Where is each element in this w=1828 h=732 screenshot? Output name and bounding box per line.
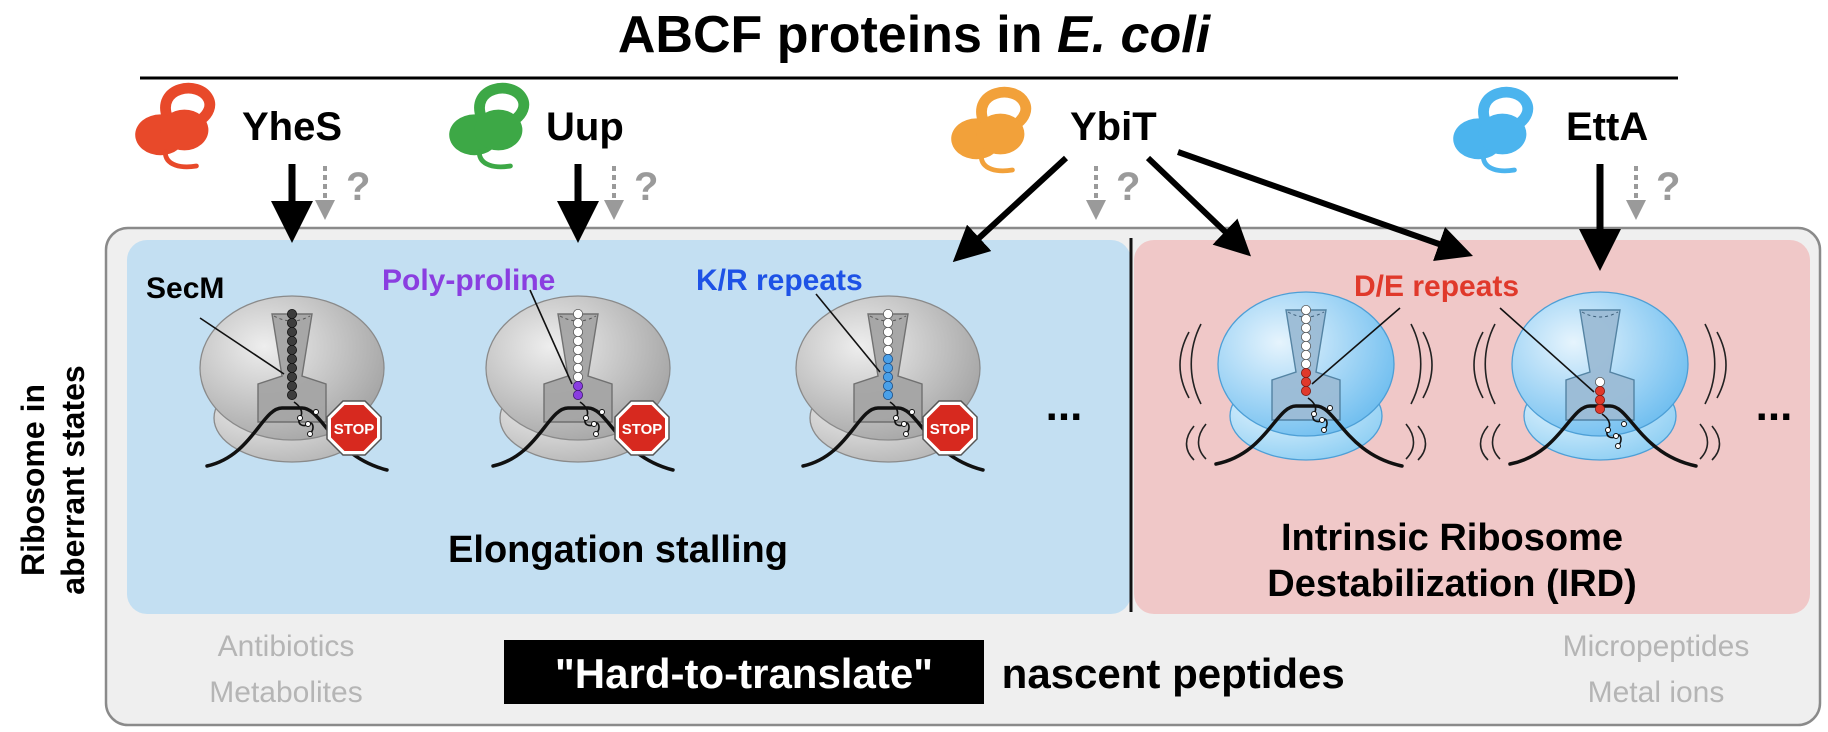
ribosome-kr-repeats: STOP	[794, 293, 985, 472]
protein-yhes-name: YheS	[242, 105, 342, 149]
ribosome-polyproline: STOP	[484, 289, 675, 472]
title-species: E. coli	[1057, 6, 1212, 64]
protein-uup-icon	[449, 88, 524, 167]
stop-sign: STOP	[922, 400, 978, 456]
de-pointer-2	[1499, 307, 1595, 393]
protein-etta-icon	[1453, 92, 1528, 171]
uncertain-arrow-yhes: ?	[315, 165, 370, 220]
question-mark: ?	[1656, 165, 1680, 209]
side-label-line2: aberrant states	[55, 365, 91, 594]
caption-ird-line2: Destabilization (IRD)	[1267, 563, 1636, 605]
title: ABCF proteins in E. coli	[618, 6, 1212, 64]
ribosome-de-repeats-2	[1472, 290, 1728, 468]
label-kr-repeats: K/R repeats	[696, 264, 863, 297]
nascent-chain-de-2	[1595, 376, 1606, 414]
ird-ellipsis: ...	[1756, 381, 1793, 430]
stop-text: STOP	[334, 421, 375, 438]
protein-etta: EttA	[1453, 92, 1648, 171]
hard-to-translate-highlight	[504, 640, 984, 704]
question-mark: ?	[1116, 165, 1140, 209]
bottom-right-line2: Metal ions	[1588, 676, 1725, 709]
title-main: ABCF proteins in	[618, 6, 1057, 64]
question-mark: ?	[346, 165, 370, 209]
hard-to-translate-text: "Hard-to-translate"	[555, 650, 933, 697]
label-secm: SecM	[146, 272, 224, 305]
uncertain-arrow-etta: ?	[1626, 165, 1680, 220]
nascent-chain-polyproline	[573, 308, 584, 400]
secm-pointer	[199, 317, 285, 375]
kr-pointer	[815, 293, 881, 373]
question-mark: ?	[634, 165, 658, 209]
arrow-ybit-ird1	[1145, 155, 1252, 257]
nascent-chain-kr	[883, 308, 894, 400]
label-de-repeats: D/E repeats	[1354, 270, 1519, 303]
nascent-chain-secm	[286, 308, 297, 400]
side-label-line1: Ribosome in	[15, 384, 51, 576]
caption-ird-line1: Intrinsic Ribosome	[1281, 517, 1623, 559]
arrow-ybit-kr	[952, 155, 1069, 263]
stop-text: STOP	[622, 421, 663, 438]
label-polyproline: Poly-proline	[382, 264, 555, 297]
protein-uup-name: Uup	[546, 105, 624, 149]
side-label: Ribosome in aberrant states	[15, 365, 91, 594]
de-pointer-1	[1311, 307, 1401, 385]
nascent-chain-de-1	[1301, 304, 1312, 396]
protein-ybit-name: YbiT	[1070, 105, 1157, 149]
stalling-ellipsis: ...	[1046, 381, 1083, 430]
uncertain-arrow-uup: ?	[604, 165, 658, 220]
protein-ybit: YbiT	[951, 92, 1157, 171]
protein-ybit-icon	[951, 92, 1026, 171]
caption-elongation-stalling: Elongation stalling	[448, 529, 788, 571]
ribosome-de-repeats-1	[1178, 290, 1434, 468]
polyproline-pointer	[529, 289, 573, 385]
uncertain-arrow-ybit: ?	[1086, 165, 1140, 220]
bottom-right-line1: Micropeptides	[1563, 630, 1750, 663]
stop-sign: STOP	[614, 400, 670, 456]
protein-uup: Uup	[449, 88, 624, 167]
bottom-left-line2: Metabolites	[209, 676, 362, 709]
bottom-left-line1: Antibiotics	[218, 630, 355, 663]
ribosome-secm: STOP	[198, 294, 389, 472]
arrow-ybit-ird2	[1177, 149, 1473, 261]
protein-yhes-icon	[135, 88, 210, 167]
nascent-peptides-text: nascent peptides	[990, 650, 1345, 697]
protein-etta-name: EttA	[1566, 105, 1648, 149]
stop-sign: STOP	[326, 400, 382, 456]
stop-text: STOP	[930, 421, 971, 438]
protein-yhes: YheS	[135, 88, 342, 167]
